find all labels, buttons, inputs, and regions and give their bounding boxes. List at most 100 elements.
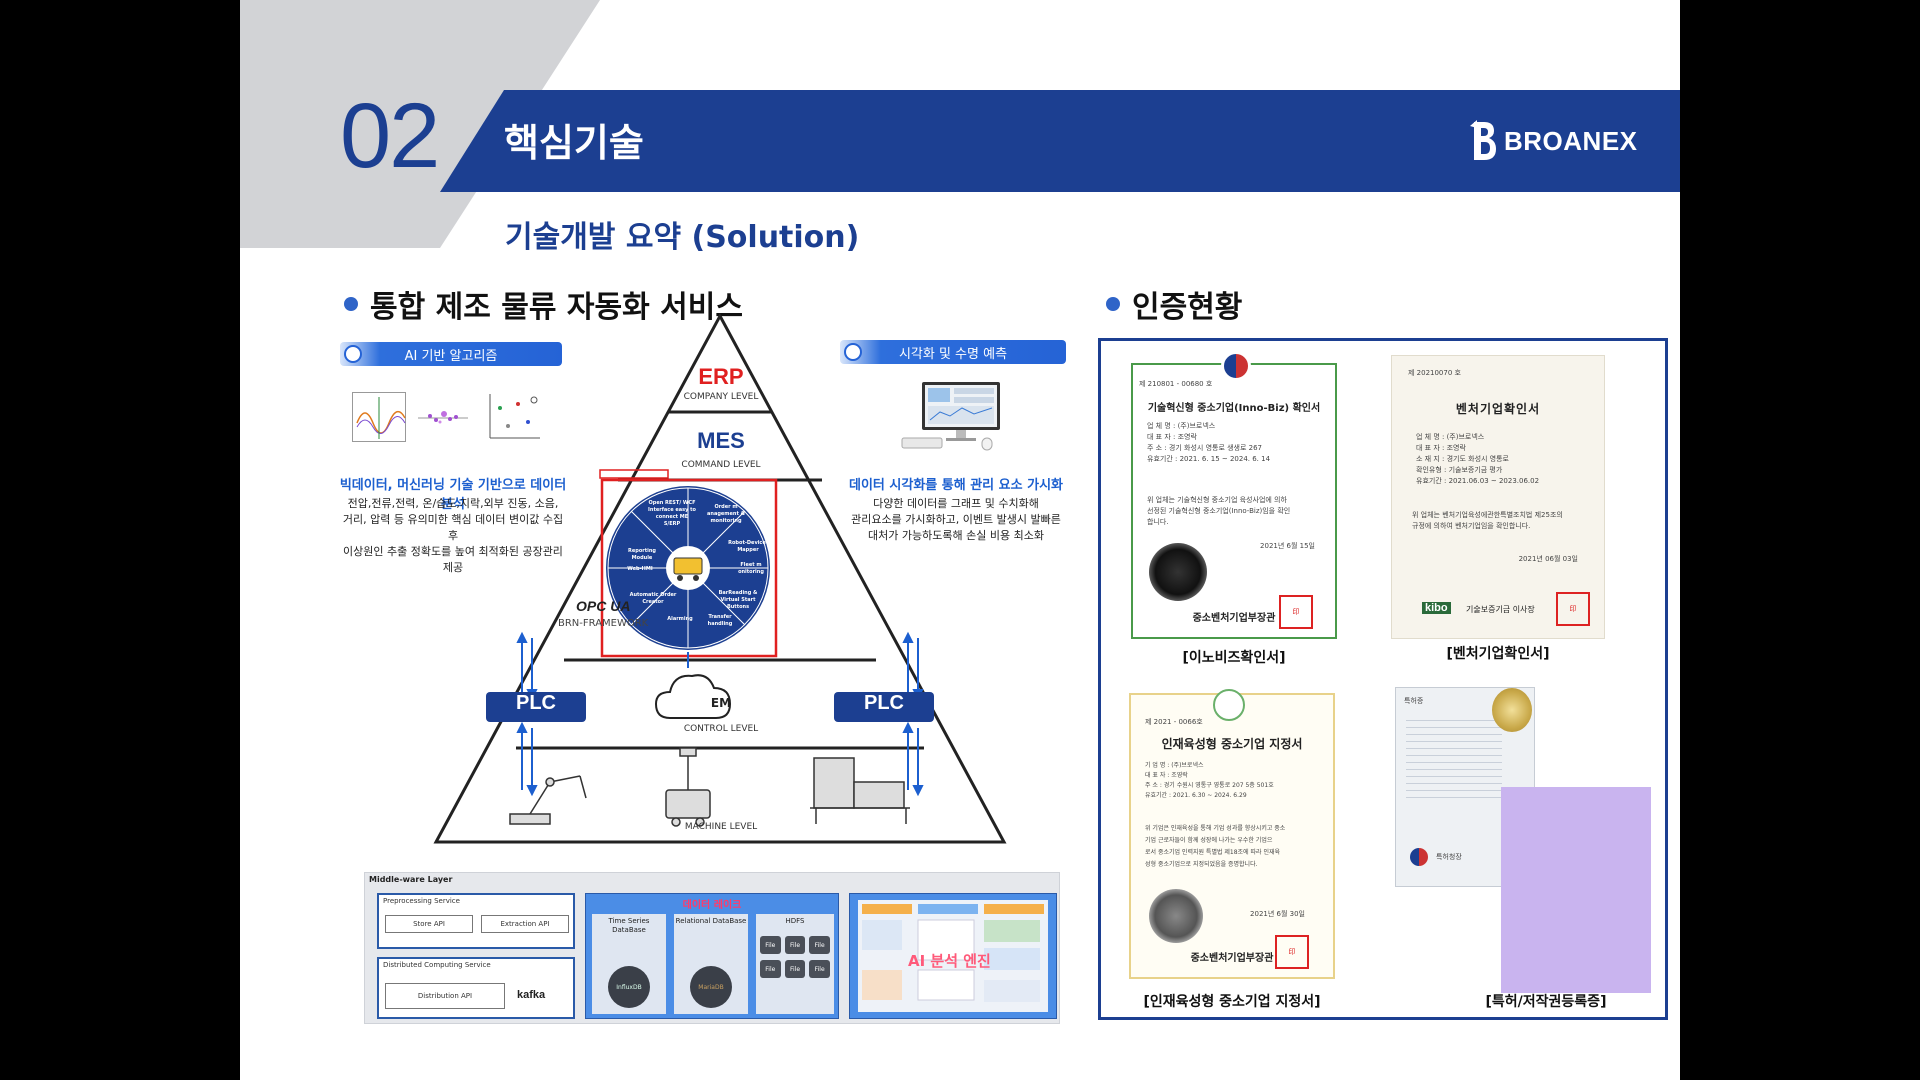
cert-row: 기 업 명 : (주)브로넥스 [1145, 762, 1204, 769]
ai-engine-card: AI 분석 엔진 [849, 893, 1057, 1019]
file-cylinder-icon: File [784, 936, 806, 954]
section-number: 02 [340, 85, 440, 187]
cert-title: 특허증 [1404, 697, 1424, 705]
file-cylinder-icon: File [784, 960, 806, 978]
vis-description: 다양한 데이터를 그래프 및 수치화해 관리요소를 가시화하고, 이벤트 발생시… [844, 496, 1068, 544]
data-lake-box: 데이터 레이크 Time Series DataBase InfluxDB Re… [585, 893, 839, 1019]
wheel-segment-reporting: Reporting Module [628, 548, 656, 561]
wheel-segment-robot-mapper: Robot-Device-Mapper [728, 540, 768, 553]
relational-db-column: Relational DataBase MariaDB [674, 914, 748, 1014]
cert-row: 주 소 : 경기 화성시 영통로 생생로 267 [1147, 444, 1263, 452]
cert-number: 제 210801 - 00680 호 [1139, 380, 1213, 388]
plc-left-label: PLC [516, 692, 556, 714]
wheel-segment-webhmi: Web-HMI [627, 566, 653, 572]
mes-label: MES [697, 428, 745, 453]
middleware-layer: Middle-ware Layer Preprocessing Service … [364, 872, 1060, 1024]
purple-overlay-shape [1501, 787, 1651, 993]
middleware-title: Middle-ware Layer [369, 875, 453, 884]
ai-engine-label: AI 분석 엔진 [908, 952, 991, 970]
right-heading: 인증현황 [1106, 282, 1242, 326]
preprocessing-label: Preprocessing Service [383, 897, 460, 905]
cert-number: 제 20210070 호 [1408, 369, 1461, 377]
cert-title: 벤처기업확인서 [1455, 402, 1541, 416]
wheel-segment-alarming: Alarming [667, 616, 693, 622]
cert-issuer: 중소벤처기업부장관 [1190, 953, 1274, 964]
mariadb-logo: MariaDB [690, 966, 732, 1008]
cert-details: 업 체 명 : (주)브로넥스 대 표 자 : 조영락 소 재 지 : 경기도 … [1416, 432, 1539, 487]
cert-body-line: 합니다. [1147, 518, 1169, 526]
hdfs-label: HDFS [785, 917, 805, 925]
official-stamp-icon: 印 [1556, 592, 1590, 626]
slide: 02 핵심기술 BROANEX 기술개발 요약 (Solution) 통합 제조… [240, 0, 1680, 1080]
vis-desc-line: 다양한 데이터를 그래프 및 수치화해 [873, 497, 1039, 510]
opcua-label: OPC UA [576, 598, 631, 614]
cert-row: 대 표 자 : 조영락 [1145, 772, 1188, 779]
control-level-label: CONTROL LEVEL [683, 724, 759, 734]
pill-ring-icon [344, 345, 362, 363]
gold-medal-icon [1492, 688, 1532, 732]
cluster-chart-thumbnail [488, 392, 542, 442]
innobiz-caption: [이노비즈확인서] [1182, 650, 1286, 666]
cert-body-line: 위 기업은 인재육성을 통해 기업 성과를 향상시키고 중소 [1145, 825, 1286, 832]
talent-certificate: 제 2021 - 0066호 인재육성형 중소기업 지정서 기 업 명 : (주… [1129, 689, 1335, 979]
left-heading-text: 통합 제조 물류 자동화 서비스 [370, 290, 743, 325]
vis-desc-line: 관리요소를 가시화하고, 이벤트 발생시 발빠른 [851, 513, 1061, 526]
cert-date: 2021년 6월 15일 [1260, 542, 1315, 550]
file-cylinder-icon: File [760, 936, 781, 954]
timeseries-db-column: Time Series DataBase InfluxDB [592, 914, 666, 1014]
vis-desc-line: 대처가 가능하도록해 손실 비용 최소화 [868, 529, 1044, 542]
ai-desc-line: 전압,전류,전력, 온/습도,지락,외부 진동, 소음, [347, 497, 559, 510]
framework-label: BRN-FRAMEWORK [558, 618, 649, 629]
korea-emblem-icon [1221, 351, 1251, 381]
cert-body-line: 기업 근로자들이 함께 성장에 나가는 우수한 기업으 [1145, 837, 1273, 844]
patent-text-lines [1406, 714, 1502, 804]
bullet-dot-icon [344, 297, 358, 311]
vis-heading: 데이터 시각화를 통해 관리 요소 가시화 [849, 478, 1063, 493]
left-heading: 통합 제조 물류 자동화 서비스 [344, 282, 743, 326]
wheel-segment-auto-order: Automatic Order Creator [629, 592, 677, 605]
cert-issuer: 기술보증기금 이사장 [1466, 605, 1535, 614]
hdfs-column: HDFS File File File File File File [756, 914, 834, 1014]
cluster-chart-icon [489, 394, 540, 439]
erp-label: ERP [698, 364, 744, 389]
ai-algorithm-pill: AI 기반 알고리즘 [340, 342, 562, 366]
cert-row: 업 체 명 : (주)브로넥스 [1416, 433, 1485, 441]
cert-body: 위 업체는 기술혁신형 중소기업 육성사업에 의하 선정된 기술혁신형 중소기업… [1147, 495, 1290, 528]
ai-dashboard-thumbnail [862, 904, 1044, 1002]
cert-row: 업 체 명 : (주)브로넥스 [1147, 422, 1216, 430]
cert-title: 기술혁신형 중소기업(Inno-Biz) 확인서 [1147, 403, 1321, 414]
header-blue-band [440, 90, 1680, 192]
pill-ring-icon [844, 343, 862, 361]
cert-row: 확인유형 : 기술보증기금 평가 [1416, 466, 1503, 474]
extraction-api: Extraction API [481, 915, 569, 933]
vis-pill-label: 시각화 및 수명 예측 [898, 346, 1008, 362]
distributed-label: Distributed Computing Service [383, 961, 491, 969]
ai-description: 전압,전류,전력, 온/습도,지락,외부 진동, 소음, 거리, 압력 등 유의… [338, 496, 568, 576]
file-cylinder-icon: File [809, 936, 830, 954]
kibo-logo: kibo [1422, 602, 1451, 614]
wave-chart-icon [356, 397, 406, 439]
cert-date: 2021년 6월 30일 [1250, 910, 1305, 918]
company-level-label: COMPANY LEVEL [683, 392, 759, 402]
official-stamp-icon: 印 [1279, 595, 1313, 629]
patent-caption: [특허/저작권등록증] [1485, 994, 1607, 1010]
cert-issuer: 중소벤처기업부장관 [1192, 613, 1276, 624]
embossed-seal-icon [1149, 889, 1203, 943]
cert-row: 유효기간 : 2021. 6.30 ~ 2024. 6.29 [1145, 792, 1247, 799]
official-stamp-icon: 印 [1275, 935, 1309, 969]
cert-row: 주 소 : 경기 수원시 영통구 영통로 207 5층 501호 [1145, 782, 1274, 789]
visualization-pill: 시각화 및 수명 예측 [840, 340, 1066, 364]
distribution-api: Distribution API [385, 983, 505, 1009]
wave-chart-thumbnail [352, 392, 406, 442]
bullet-dot-icon [1106, 297, 1120, 311]
innobiz-certificate: 제 210801 - 00680 호 기술혁신형 중소기업(Inno-Biz) … [1131, 351, 1337, 639]
wheel-segment-transfer: Transfer handling [707, 614, 733, 627]
cert-row: 대 표 자 : 조영락 [1147, 433, 1197, 441]
cert-issuer: 특허청장 [1436, 853, 1462, 861]
kafka-logo: kafka [517, 989, 546, 1001]
wheel-segment-order: Order m anagement & monitoring [707, 504, 745, 524]
cert-date: 2021년 06월 03일 [1518, 555, 1578, 563]
monitor-dashboard-icon [901, 382, 1000, 451]
cert-body-line: 위 업체는 벤처기업육성에관한특별조치법 제25조의 [1412, 511, 1563, 519]
broanex-logo: BROANEX [1470, 120, 1638, 162]
